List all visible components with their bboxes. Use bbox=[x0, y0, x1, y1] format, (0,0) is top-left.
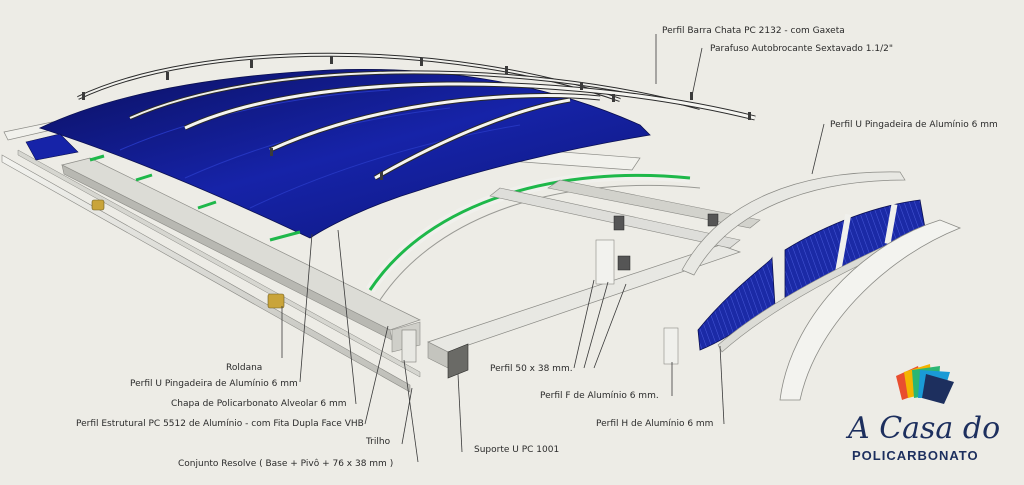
logo: A Casa do POLICARBONATO bbox=[845, 364, 1000, 463]
suporte-u bbox=[447, 213, 719, 379]
logo-script-text: A Casa do bbox=[845, 411, 1000, 446]
label-perfil-h: Perfil H de Alumínio 6 mm bbox=[596, 419, 713, 429]
label-u-pingadeira-right: Perfil U Pingadeira de Alumínio 6 mm bbox=[830, 120, 998, 130]
leader-lines bbox=[281, 34, 825, 463]
trilho-rail bbox=[1, 149, 421, 393]
label-parafuso: Parafuso Autobrocante Sextavado 1.1/2" bbox=[710, 44, 893, 54]
policarbonato-sheet bbox=[38, 68, 651, 239]
label-u-pingadeira-left: Perfil U Pingadeira de Alumínio 6 mm bbox=[130, 379, 298, 389]
label-conjunto: Conjunto Resolve ( Base + Pivô + 76 x 38… bbox=[178, 458, 393, 469]
label-trilho: Trilho bbox=[365, 437, 391, 447]
label-estrutural: Perfil Estrutural PC 5512 de Alumínio - … bbox=[76, 419, 364, 429]
label-roldana: Roldana bbox=[226, 363, 262, 373]
perfil-estrutural-beam bbox=[61, 157, 421, 363]
barra-chata-arches bbox=[77, 52, 756, 181]
label-suporte: Suporte U PC 1001 bbox=[474, 445, 559, 455]
parafuso-screws bbox=[82, 56, 751, 180]
front-aluminum-arch bbox=[681, 171, 906, 276]
green-gasket-segments bbox=[89, 154, 301, 242]
left-sheet-strip bbox=[25, 133, 79, 161]
label-perfil-f: Perfil F de Alumínio 6 mm. bbox=[540, 391, 659, 401]
logo-sub-text: POLICARBONATO bbox=[852, 448, 979, 463]
perfil-f-piece bbox=[663, 327, 679, 365]
roldana-roller bbox=[91, 199, 285, 309]
label-barra-chata: Perfil Barra Chata PC 2132 - com Gaxeta bbox=[662, 26, 845, 36]
label-chapa: Chapa de Policarbonato Alveolar 6 mm bbox=[171, 399, 347, 409]
far-right-arch bbox=[779, 219, 962, 401]
label-perfil-50: Perfil 50 x 38 mm. bbox=[490, 364, 573, 374]
blue-end-panel bbox=[697, 199, 926, 351]
logo-mark bbox=[896, 364, 954, 404]
